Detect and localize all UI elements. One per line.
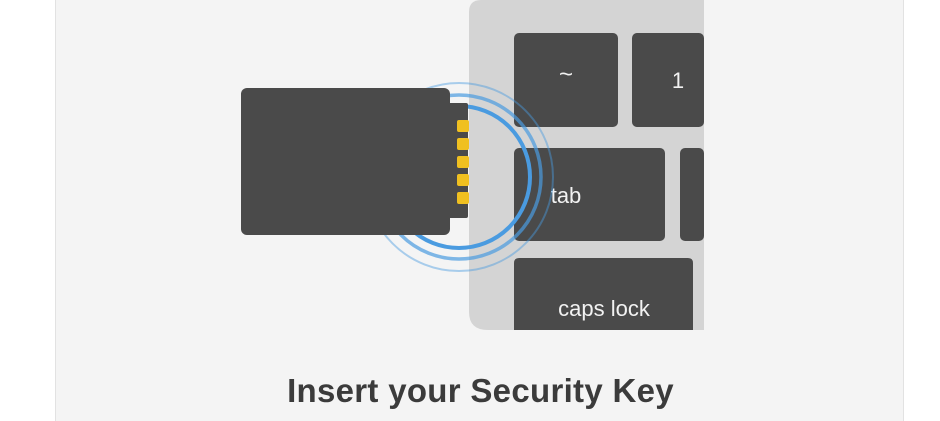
insert-security-key-illustration: ~ 1 tab caps lock <box>241 0 704 330</box>
prompt-title: Insert your Security Key <box>287 372 674 409</box>
security-key-icon <box>241 88 469 235</box>
security-key-contact <box>457 174 469 186</box>
key-caps-lock <box>514 258 693 330</box>
key-q-partial <box>680 148 704 241</box>
security-key-contact <box>457 138 469 150</box>
key-tab-label: tab <box>551 183 582 208</box>
key-tilde-label: ~ <box>559 61 573 88</box>
keyboard-icon: ~ 1 tab caps lock <box>469 0 704 330</box>
key-one <box>632 33 704 127</box>
prompt-panel: ~ 1 tab caps lock <box>55 0 904 421</box>
security-key-body <box>241 88 450 235</box>
security-key-contact <box>457 120 469 132</box>
security-key-contact <box>457 192 469 204</box>
key-tab <box>514 148 665 241</box>
security-key-contact <box>457 156 469 168</box>
key-tilde <box>514 33 618 127</box>
key-caps-lock-label: caps lock <box>558 296 651 321</box>
key-one-label: 1 <box>672 68 684 93</box>
